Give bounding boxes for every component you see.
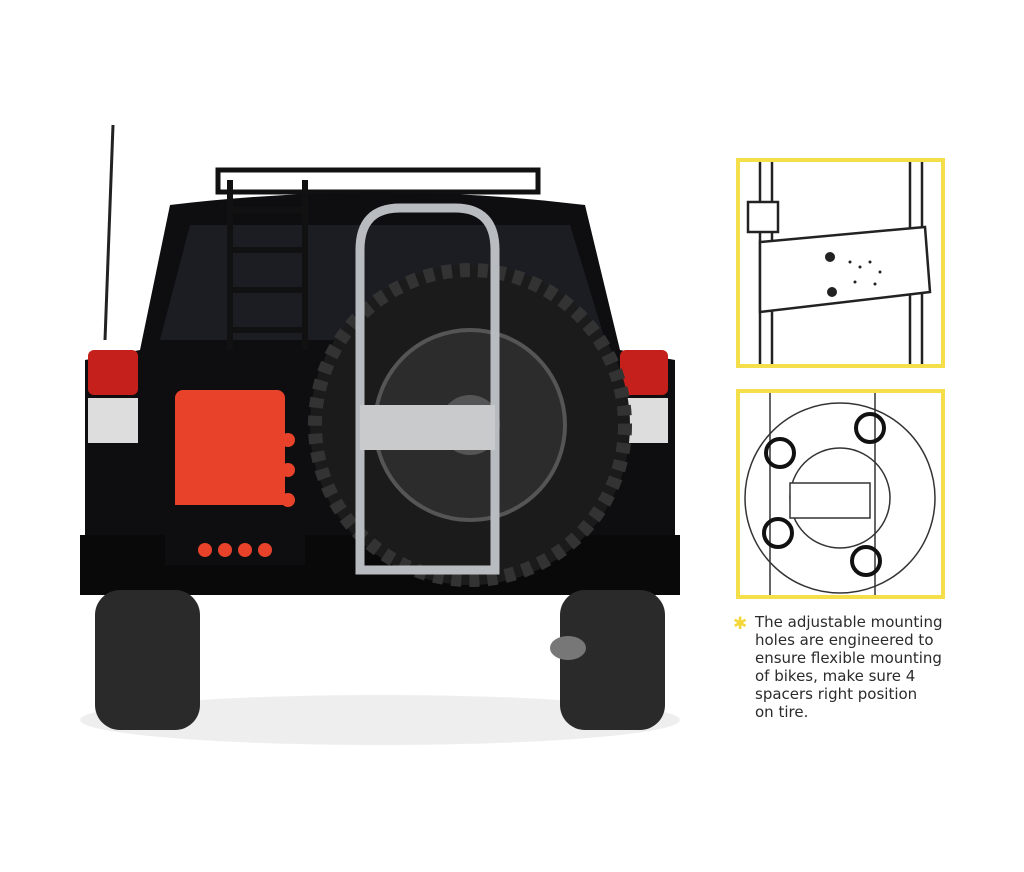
note-line: on tire.	[755, 703, 809, 721]
spacer-position-diagram	[736, 389, 945, 599]
mounting-bracket-diagram	[736, 158, 945, 368]
note-line: spacers right position	[755, 685, 918, 703]
product-photo	[60, 110, 720, 760]
asterisk-icon: ✱	[733, 614, 748, 634]
note-line: holes are engineered to	[755, 631, 934, 649]
note-line: ensure flexible mounting	[755, 649, 942, 667]
note-line: of bikes, make sure 4	[755, 667, 916, 685]
note-line: The adjustable mounting	[755, 613, 943, 631]
